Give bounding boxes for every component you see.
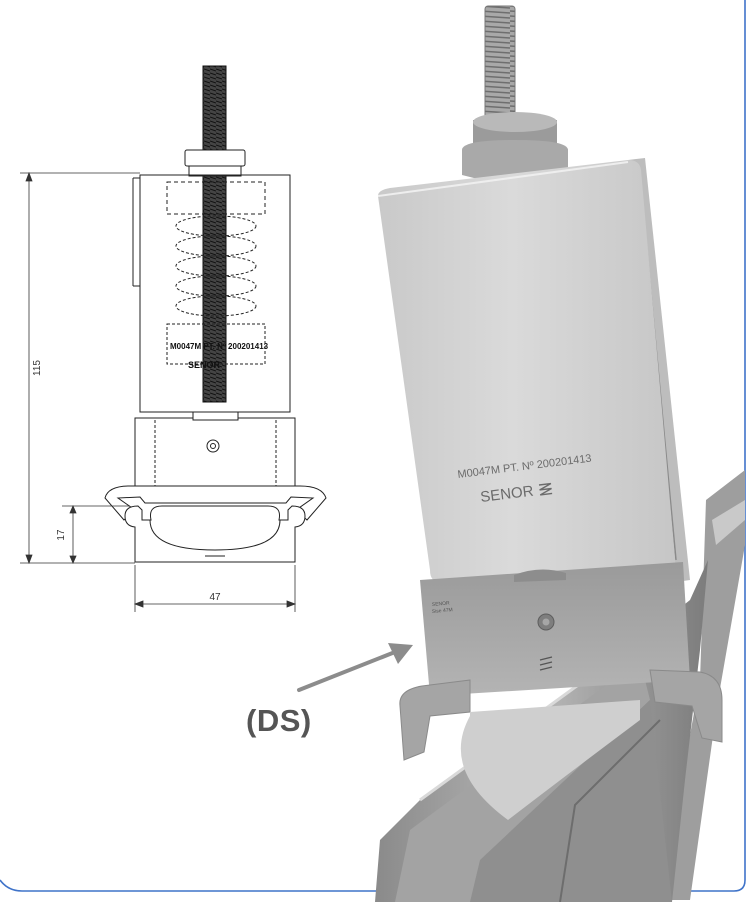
ds-callout-label: (DS) (246, 703, 312, 738)
clip-text-1: SENOR (432, 600, 451, 608)
nut (473, 112, 557, 132)
threaded-rod (202, 65, 227, 403)
dimension-47-label: 47 (209, 592, 221, 603)
callout-arrow (297, 643, 413, 692)
clip-text-2: Sise 47M (432, 607, 453, 615)
clip-wings (104, 485, 327, 521)
clip-band (420, 562, 690, 696)
dimension-17-label: 17 (56, 529, 67, 541)
channel-profile (124, 505, 306, 563)
housing-front (378, 160, 676, 582)
dimension-47 (133, 565, 297, 612)
frame-border (0, 0, 746, 892)
top-nut (184, 149, 246, 167)
foam-pad (460, 700, 640, 820)
clip-screw (206, 439, 220, 453)
spring-hidden-lines (166, 215, 266, 365)
technical-drawing (104, 65, 327, 563)
stud (484, 5, 516, 125)
dimension-115-label: 115 (32, 360, 43, 376)
clip-wing-left (399, 679, 471, 761)
clip-wing-right (649, 669, 723, 743)
product-render: M0047M PT. Nº 200201413 SENOR SENOR Sise… (375, 5, 745, 902)
drawing-brand: SENOR (188, 360, 221, 370)
product-brand: SENOR (479, 483, 534, 506)
clip-logo (539, 656, 553, 671)
brand-logo (538, 482, 553, 496)
dimension-17 (62, 504, 130, 565)
dimension-115 (20, 171, 140, 565)
drawing-marking: M0047M PT. Nº 200201413 (170, 342, 269, 351)
